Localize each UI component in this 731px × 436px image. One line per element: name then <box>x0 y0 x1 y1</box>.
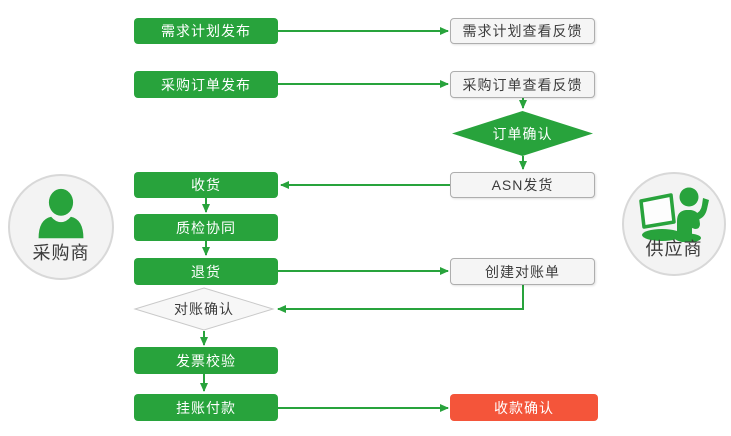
user-laptop-icon <box>639 187 709 242</box>
actor-supplier: 供应商 <box>622 172 726 276</box>
node-reconciliation-confirm-diamond: 对账确认 <box>133 287 275 331</box>
node-book-payment: 挂账付款 <box>134 394 278 421</box>
node-payment-received-confirm: 收款确认 <box>450 394 598 421</box>
node-demand-plan-feedback: 需求计划查看反馈 <box>450 18 595 44</box>
node-demand-plan-publish: 需求计划发布 <box>134 18 278 44</box>
actor-buyer-label: 采购商 <box>32 243 90 263</box>
node-receive-goods: 收货 <box>134 172 278 198</box>
diamond-shape <box>452 111 593 156</box>
actor-buyer: 采购商 <box>8 174 114 280</box>
arrow-statement-to-recon <box>277 285 524 313</box>
node-po-publish: 采购订单发布 <box>134 71 278 98</box>
node-order-confirm-diamond: 订单确认 <box>452 111 593 156</box>
diamond-shape <box>133 287 275 331</box>
diamond-label: 对账确认 <box>174 301 234 317</box>
node-po-feedback: 采购订单查看反馈 <box>450 71 595 98</box>
node-return-goods: 退货 <box>134 258 278 285</box>
node-invoice-verification: 发票校验 <box>134 347 278 374</box>
node-quality-collaboration: 质检协同 <box>134 214 278 241</box>
node-create-statement: 创建对账单 <box>450 258 595 285</box>
node-asn-shipment: ASN发货 <box>450 172 595 198</box>
diamond-label: 订单确认 <box>492 125 553 142</box>
actor-supplier-label: 供应商 <box>645 239 703 259</box>
user-icon <box>38 188 84 239</box>
